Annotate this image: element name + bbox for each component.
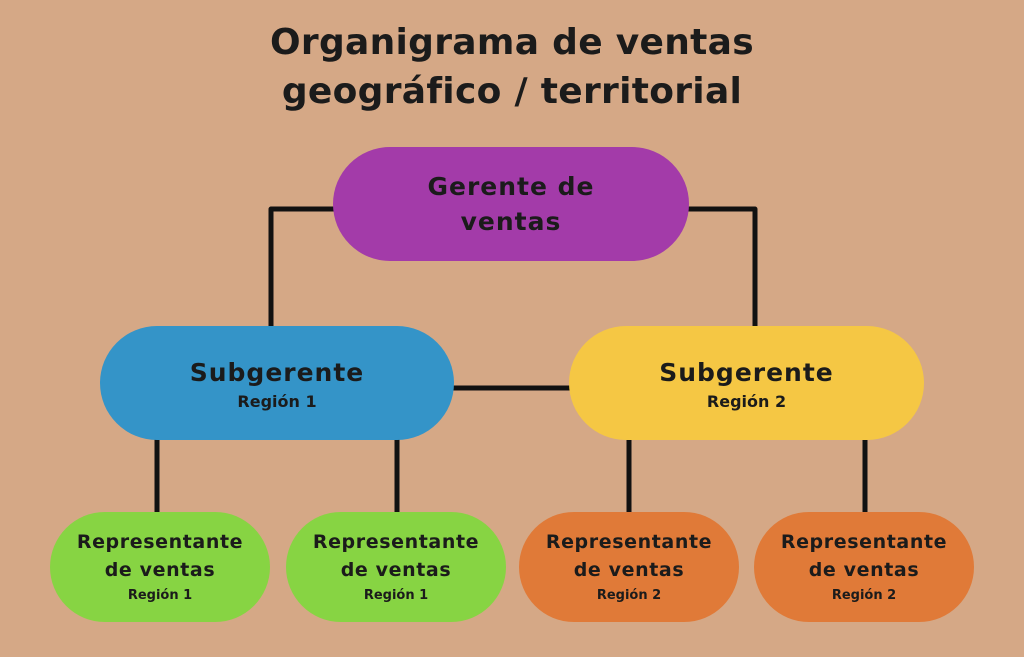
node-subgerente-2-label: Subgerente bbox=[659, 358, 834, 387]
node-subgerente-region-2: Subgerente Región 2 bbox=[569, 326, 924, 440]
node-subgerente-2-region: Región 2 bbox=[706, 392, 787, 411]
node-subgerente-1-region: Región 1 bbox=[237, 392, 317, 411]
connector-gerente-sub2 bbox=[685, 206, 758, 328]
node-representante-1-line-1: Representante bbox=[76, 531, 244, 553]
title-line-1: Organigrama de ventas bbox=[269, 22, 754, 63]
node-gerente-de-ventas: Gerente de ventas bbox=[333, 147, 689, 261]
node-subgerente-1-label: Subgerente bbox=[189, 358, 365, 387]
node-subgerente-region-1: Subgerente Región 1 bbox=[100, 326, 454, 440]
node-representante-3-line-1: Representante bbox=[545, 531, 713, 553]
node-representante-1: Representante de ventas Región 1 bbox=[50, 512, 270, 622]
connector-gerente-sub1 bbox=[268, 206, 340, 328]
node-representante-1-line-2: de ventas bbox=[104, 559, 216, 581]
node-representante-4-region: Región 2 bbox=[831, 588, 897, 603]
node-representante-3-line-2: de ventas bbox=[573, 559, 685, 581]
node-representante-1-region: Región 1 bbox=[127, 588, 193, 603]
node-representante-4-line-1: Representante bbox=[780, 531, 948, 553]
node-representante-2: Representante de ventas Región 1 bbox=[286, 512, 506, 622]
node-representante-4-line-2: de ventas bbox=[808, 559, 920, 581]
node-gerente-line-2: ventas bbox=[460, 207, 562, 236]
title-line-2: geográfico / territorial bbox=[281, 71, 743, 112]
node-representante-4: Representante de ventas Región 2 bbox=[754, 512, 974, 622]
node-representante-3: Representante de ventas Región 2 bbox=[519, 512, 739, 622]
node-representante-3-region: Región 2 bbox=[596, 588, 662, 603]
node-representante-2-line-1: Representante bbox=[312, 531, 480, 553]
node-representante-2-line-2: de ventas bbox=[340, 559, 452, 581]
node-representante-2-region: Región 1 bbox=[363, 588, 429, 603]
node-gerente-line-1: Gerente de bbox=[427, 172, 595, 201]
page-title: Organigrama de ventas geográfico / terri… bbox=[0, 18, 1024, 116]
